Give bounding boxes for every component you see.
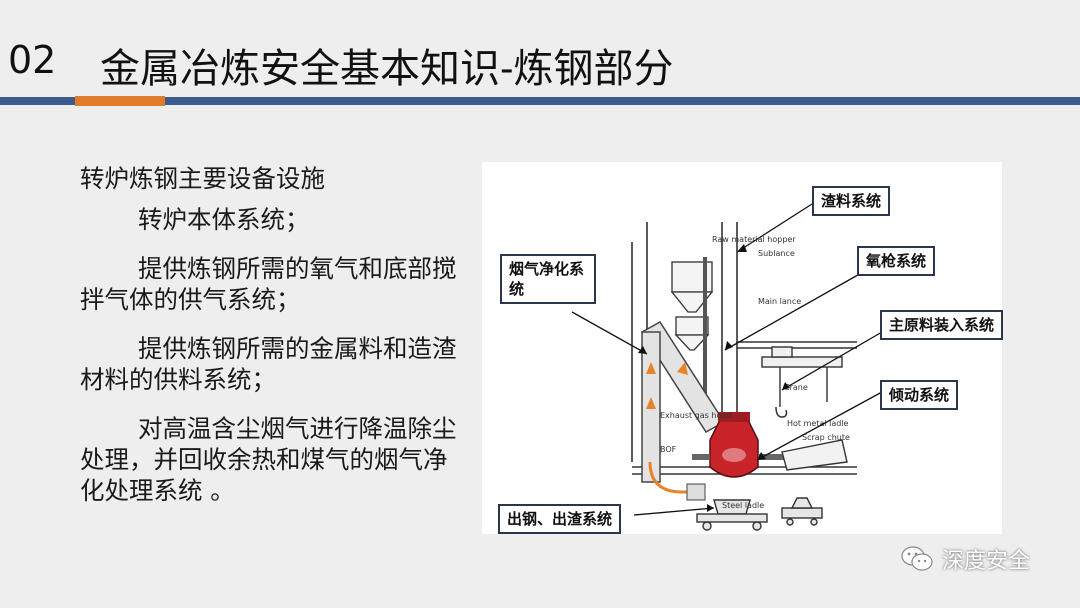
- label-scrap-chute: Scrap chute: [802, 433, 850, 442]
- callout-lance-system: 氧枪系统: [857, 246, 936, 276]
- watermark-text: 深度安全: [942, 549, 1031, 574]
- content-heading: 转炉炼钢主要设备设施: [80, 164, 325, 193]
- label-steel-ladle: Steel ladle: [722, 501, 764, 510]
- label-raw-material: Raw material hopper: [712, 235, 796, 244]
- list-item: 转炉本体系统；: [138, 205, 310, 234]
- page-title: 金属冶炼安全基本知识-炼钢部分: [100, 46, 674, 92]
- list-item: 提供炼钢所需的金属料和造渣材料的供料系统；: [80, 334, 457, 394]
- wechat-icon: [901, 546, 933, 571]
- label-main-lance: Main lance: [758, 297, 801, 306]
- label-hot-metal: Hot metal ladle: [787, 419, 849, 428]
- list-item: 提供炼钢所需的氧气和底部搅拌气体的供气系统；: [80, 254, 457, 314]
- label-sublance: Sublance: [758, 249, 795, 258]
- callout-charge-system: 主原料装入系统: [880, 310, 1004, 340]
- callout-tilt-system: 倾动系统: [880, 380, 959, 410]
- callout-tap-system: 出钢、出渣系统: [498, 504, 622, 534]
- label-bof: BOF: [660, 445, 677, 454]
- label-crane: Crane: [784, 383, 808, 392]
- converter-diagram: Raw material hopper Sublance Main lance …: [482, 162, 1004, 534]
- header-rule: [0, 97, 1080, 105]
- header-accent: [75, 96, 165, 106]
- callout-fume-system: 烟气净化系统: [500, 254, 596, 304]
- body-text: 转炉炼钢主要设备设施 转炉本体系统； 提供炼钢所需的氧气和底部搅拌气体的供气系统…: [80, 163, 470, 524]
- converter-drawing: Raw material hopper Sublance Main lance …: [571, 203, 883, 531]
- label-exhaust: Exhaust gas hood: [660, 411, 731, 420]
- callout-slag-system: 渣料系统: [812, 186, 891, 216]
- section-number: 02: [8, 38, 57, 82]
- list-item: 对高温含尘烟气进行降温除尘处理，并回收余热和煤气的烟气净化处理系统 。: [80, 414, 457, 505]
- watermark: 深度安全: [900, 543, 1030, 575]
